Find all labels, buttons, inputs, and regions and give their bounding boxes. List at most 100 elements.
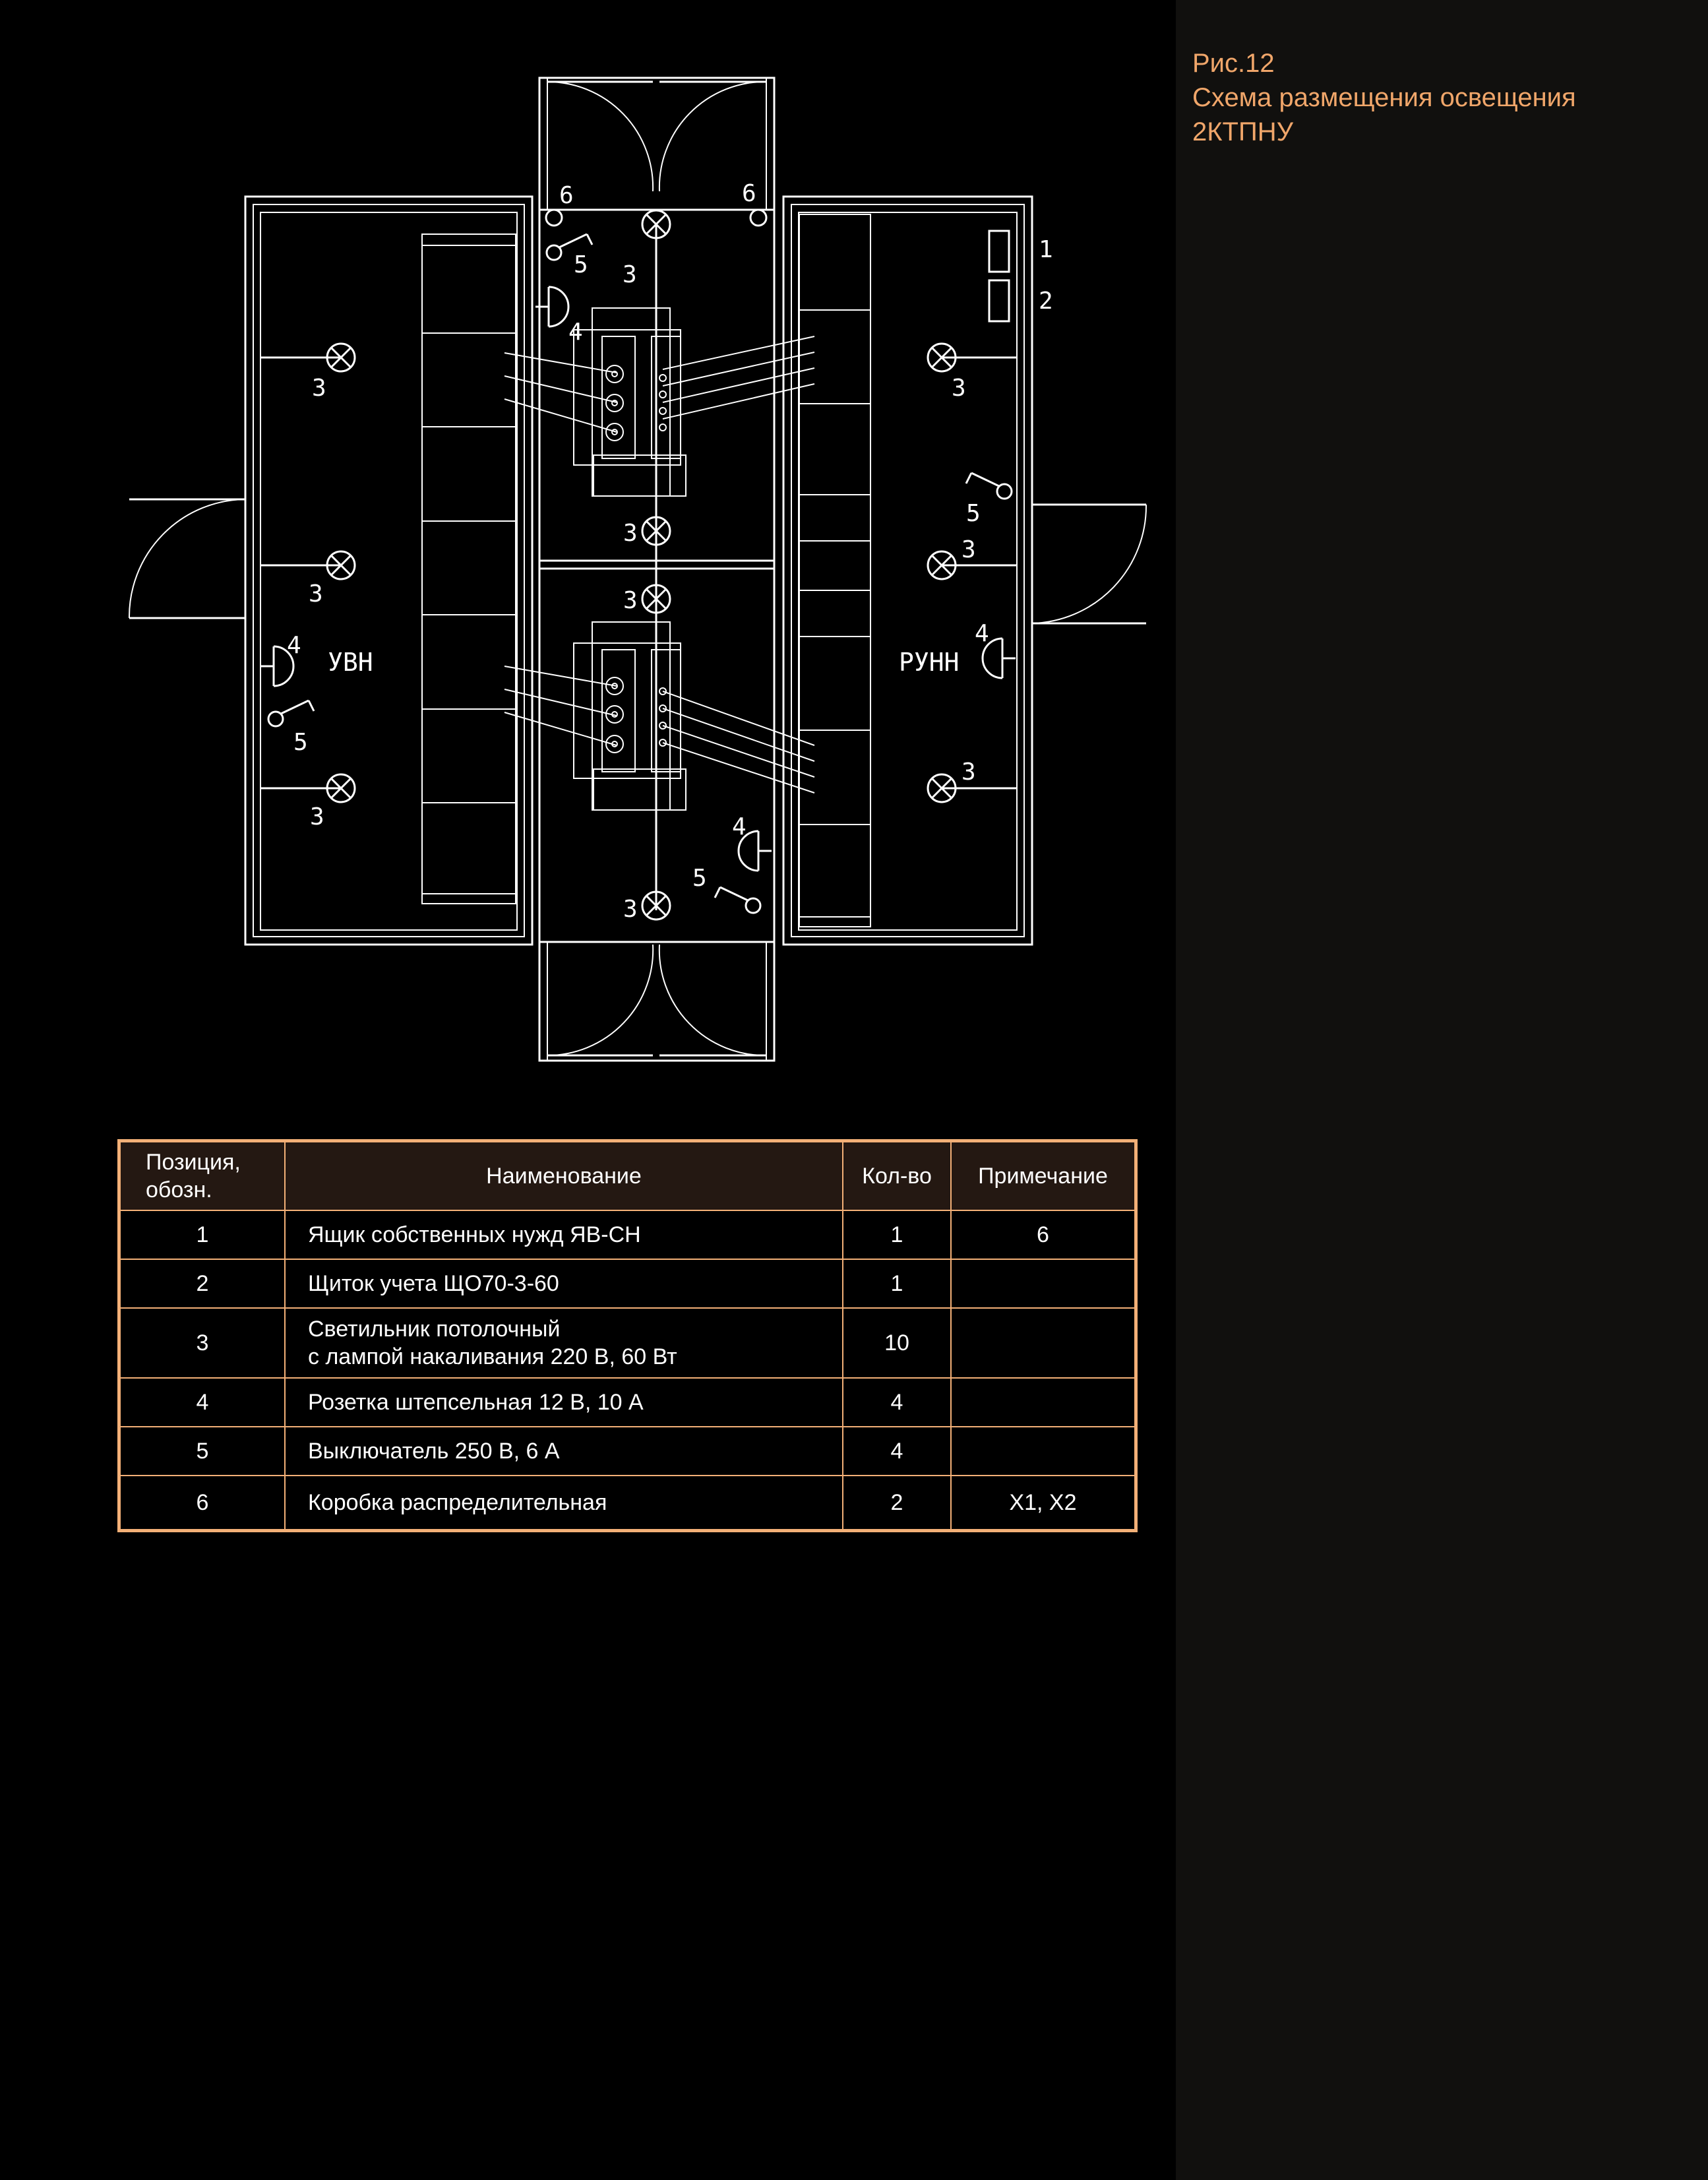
terminal-hv-dot — [611, 683, 618, 689]
header-name: Наименование — [284, 1140, 843, 1211]
cell-name-line: Щиток учета ЩО70-3-60 — [308, 1271, 559, 1296]
drawing-area — [0, 0, 1176, 2180]
cell-note — [950, 1259, 1137, 1309]
terminal-hv — [605, 394, 624, 412]
terminal-lv — [659, 390, 667, 398]
cable-lines — [260, 336, 1017, 794]
marker-lamp-center-2: 3 — [623, 587, 638, 614]
terminal-hv — [605, 735, 624, 753]
cable-lv-lower — [662, 708, 815, 762]
cell-note — [950, 1377, 1137, 1427]
terminal-lv — [659, 722, 667, 730]
terminal-hv — [605, 677, 624, 695]
marker-lamp-left-3: 3 — [310, 803, 324, 830]
cell-quantity: 4 — [842, 1426, 952, 1476]
cable-lv-upper — [662, 336, 815, 370]
table-row: 1 Ящик собственных нужд ЯВ-СН 1 6 — [118, 1210, 1137, 1260]
marker-socket-top: 4 — [568, 319, 583, 346]
cell-quantity: 2 — [842, 1475, 952, 1532]
marker-switch-bottom: 5 — [692, 865, 707, 892]
cable-hv-upper — [504, 375, 617, 403]
table-row: 4 Розетка штепсельная 12 В, 10 А 4 — [118, 1377, 1137, 1427]
terminal-lv — [659, 407, 667, 415]
terminal-hv-dot — [611, 429, 618, 435]
lamp-right-2-icon — [927, 550, 957, 580]
cell-name: Розетка штепсельная 12 В, 10 А — [284, 1377, 843, 1427]
cell-name-line: Светильник потолочный — [308, 1317, 561, 1342]
room-label-runn: РУНН — [899, 648, 960, 677]
lamp-right-1-icon — [927, 342, 957, 373]
cell-name-line: Ящик собственных нужд ЯВ-СН — [308, 1222, 641, 1247]
marker-lamp-center-1: 3 — [623, 520, 638, 547]
marker-lamp-right-2: 3 — [961, 536, 976, 563]
cable-hv-upper — [504, 352, 617, 373]
socket-right-icon — [981, 637, 1016, 679]
lamp-center-3-icon — [641, 890, 671, 921]
junction-box-right-icon — [749, 208, 768, 227]
plan-walls — [128, 77, 1147, 1062]
figure-number: Рис.12 — [1192, 49, 1275, 78]
cell-name: Светильник потолочный с лампой накаливан… — [284, 1307, 843, 1379]
marker-box-right: 6 — [742, 180, 756, 207]
cell-position: 5 — [118, 1426, 286, 1476]
terminal-hv-dot — [611, 371, 618, 377]
header-position: Позиция, обозн. — [118, 1140, 286, 1211]
cable-hv-lower — [504, 712, 617, 746]
marker-socket-bottom: 4 — [732, 813, 747, 840]
cell-position: 6 — [118, 1475, 286, 1532]
lamp-left-1-icon — [326, 342, 356, 373]
marker-switch-left: 5 — [293, 729, 308, 756]
cell-quantity: 1 — [842, 1259, 952, 1309]
cell-name: Щиток учета ЩО70-3-60 — [284, 1259, 843, 1309]
terminal-hv-dot — [611, 400, 618, 406]
marker-lamp-center-3: 3 — [623, 896, 638, 923]
cell-note: 6 — [950, 1210, 1137, 1260]
lamp-left-2-icon — [326, 550, 356, 580]
cell-quantity: 4 — [842, 1377, 952, 1427]
terminal-hv — [605, 705, 624, 724]
cable-lv-lower — [662, 725, 815, 778]
cable-lv-upper — [662, 367, 815, 403]
lamp-right-3-icon — [927, 773, 957, 803]
socket-top-icon — [535, 286, 570, 328]
cable-lv-lower — [662, 691, 815, 746]
cell-name: Коробка распределительная — [284, 1475, 843, 1532]
switch-bottom-icon — [714, 886, 762, 914]
marker-socket-left: 4 — [287, 632, 301, 659]
cell-quantity: 1 — [842, 1210, 952, 1260]
lighting-devices — [260, 208, 1016, 921]
cable-hv-lower — [504, 689, 617, 716]
cell-name-line: Розетка штепсельная 12 В, 10 А — [308, 1390, 644, 1415]
cell-position: 2 — [118, 1259, 286, 1309]
marker-panel-2: 2 — [1039, 288, 1053, 315]
cell-name-line: Выключатель 250 В, 6 А — [308, 1439, 560, 1464]
figure-caption: Рис.12 Схема размещения освещения 2КТПНУ — [1192, 46, 1693, 149]
terminal-hv — [605, 365, 624, 383]
terminal-hv-dot — [611, 711, 618, 718]
terminal-lv — [659, 739, 667, 747]
terminal-lv — [659, 687, 667, 695]
cable-lv-upper — [662, 383, 815, 420]
cell-note — [950, 1426, 1137, 1476]
marker-socket-right: 4 — [975, 620, 989, 647]
marker-panel-1: 1 — [1039, 236, 1053, 263]
marker-switch-right: 5 — [966, 500, 981, 527]
marker-lamp-left-1: 3 — [312, 375, 326, 402]
cable-lv-upper — [662, 352, 815, 387]
cell-position: 3 — [118, 1307, 286, 1379]
socket-bottom-icon — [737, 830, 772, 872]
table-row: 5 Выключатель 250 В, 6 А 4 — [118, 1426, 1137, 1476]
cell-name-line: Коробка распределительная — [308, 1490, 607, 1515]
caption-panel — [1176, 0, 1708, 2180]
cell-position: 1 — [118, 1210, 286, 1260]
cable-lv-lower — [662, 742, 815, 794]
junction-box-left-icon — [545, 208, 563, 227]
terminal-lv — [659, 374, 667, 382]
lamp-top-icon — [641, 209, 671, 239]
cell-quantity: 10 — [842, 1307, 952, 1379]
table-row: 6 Коробка распределительная 2 X1, X2 — [118, 1475, 1137, 1532]
legend-table: Позиция, обозн. Наименование Кол-во Прим… — [117, 1139, 1138, 1532]
header-quantity: Кол-во — [842, 1140, 952, 1211]
